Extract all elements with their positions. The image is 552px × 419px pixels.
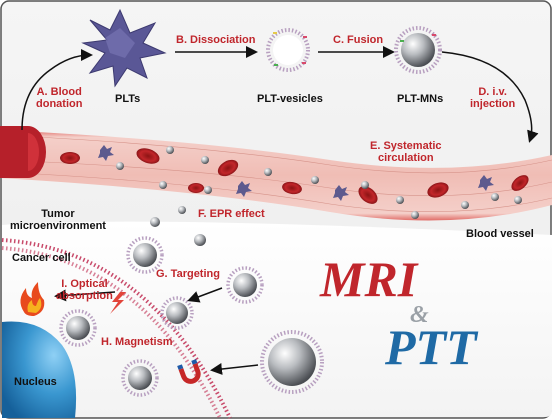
step-g-label: G. Targeting bbox=[156, 268, 220, 280]
red-blood-cell-icon bbox=[60, 148, 529, 204]
step-c-label: C. Fusion bbox=[333, 34, 384, 46]
nucleus-shape bbox=[2, 321, 77, 418]
nanoparticle-icon bbox=[59, 236, 324, 397]
plts-label: PLTs bbox=[115, 93, 141, 105]
cancer-cell-label: Cancer cell bbox=[12, 252, 71, 264]
nucleus-label: Nucleus bbox=[14, 376, 57, 388]
magnet-icon bbox=[177, 359, 201, 384]
flame-icon bbox=[20, 282, 45, 316]
lightning-icon bbox=[110, 292, 126, 314]
step-d-label: D. i.v. injection bbox=[470, 86, 516, 110]
nanoparticle-icon bbox=[116, 146, 522, 246]
platelet-icon bbox=[98, 145, 494, 201]
step-i-label: I. Optical absorption bbox=[56, 278, 113, 302]
nanoparticle-icon bbox=[394, 26, 442, 74]
plt-vesicles-label: PLT-vesicles bbox=[257, 93, 323, 105]
plt-mns-label: PLT-MNs bbox=[397, 93, 444, 105]
step-f-label: F. EPR effect bbox=[198, 208, 265, 220]
vesicle-icon bbox=[266, 28, 310, 72]
amp-title: & bbox=[410, 302, 429, 328]
step-a-label: A. Blood donation bbox=[36, 86, 83, 110]
mri-title: MRI bbox=[320, 251, 418, 307]
step-h-label: H. Magnetism bbox=[101, 336, 173, 348]
step-b-label: B. Dissociation bbox=[176, 34, 256, 46]
platelet-icon bbox=[81, 8, 167, 88]
ptt-title: PTT bbox=[385, 319, 477, 375]
blood-vessel-label: Blood vessel bbox=[466, 228, 534, 240]
step-e-label: E. Systematic circulation bbox=[370, 140, 442, 164]
tumor-microenvironment-label: Tumor microenvironment bbox=[10, 208, 106, 232]
